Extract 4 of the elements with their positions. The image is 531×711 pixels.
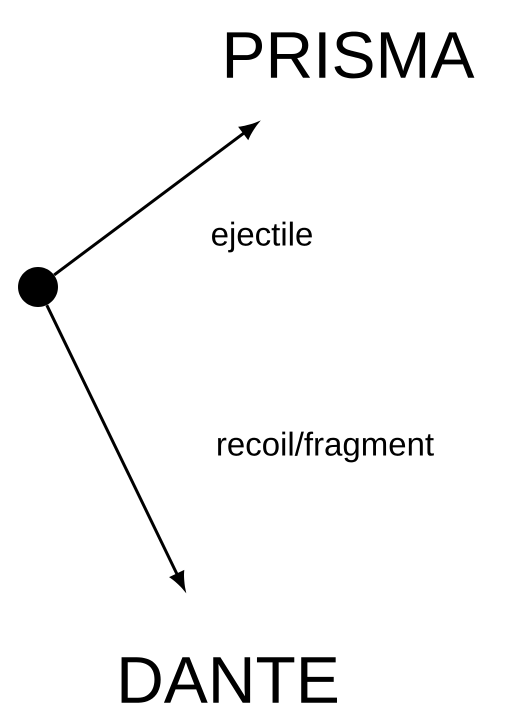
detector-label: DANTE (122, 657, 337, 703)
detector-label: PRISMA (226, 32, 474, 78)
edge-label: recoil/fragment (218, 432, 434, 462)
target-dot (18, 267, 58, 307)
